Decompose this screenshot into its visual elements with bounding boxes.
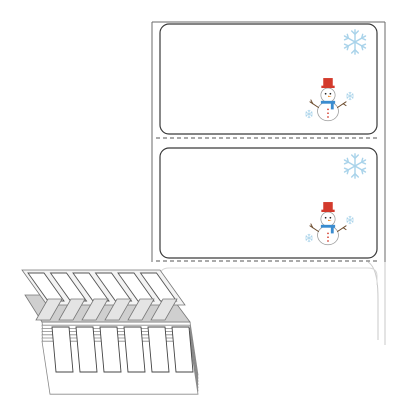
stack-label [51,326,74,373]
stack-label [123,326,146,373]
label-1 [159,23,378,135]
stack-label [72,272,110,302]
stack-label [58,298,86,321]
stack-label [99,326,122,373]
fanfold-stack [21,269,199,395]
stack-label [171,326,194,373]
stack-label [81,298,109,321]
stack-label [147,326,170,373]
stack-label [35,298,63,321]
stack-label [117,272,155,302]
label-2 [159,147,378,259]
stack-label [75,326,98,373]
stack-label [104,298,132,321]
stack-label [150,298,178,321]
stack-label [94,272,133,302]
liner-edge [151,21,386,262]
stack-label [139,272,178,302]
label-liner [151,21,386,345]
stack-label [127,298,155,321]
stack-label [49,272,88,302]
stack-label [27,272,65,302]
next-label-edge [159,267,378,285]
